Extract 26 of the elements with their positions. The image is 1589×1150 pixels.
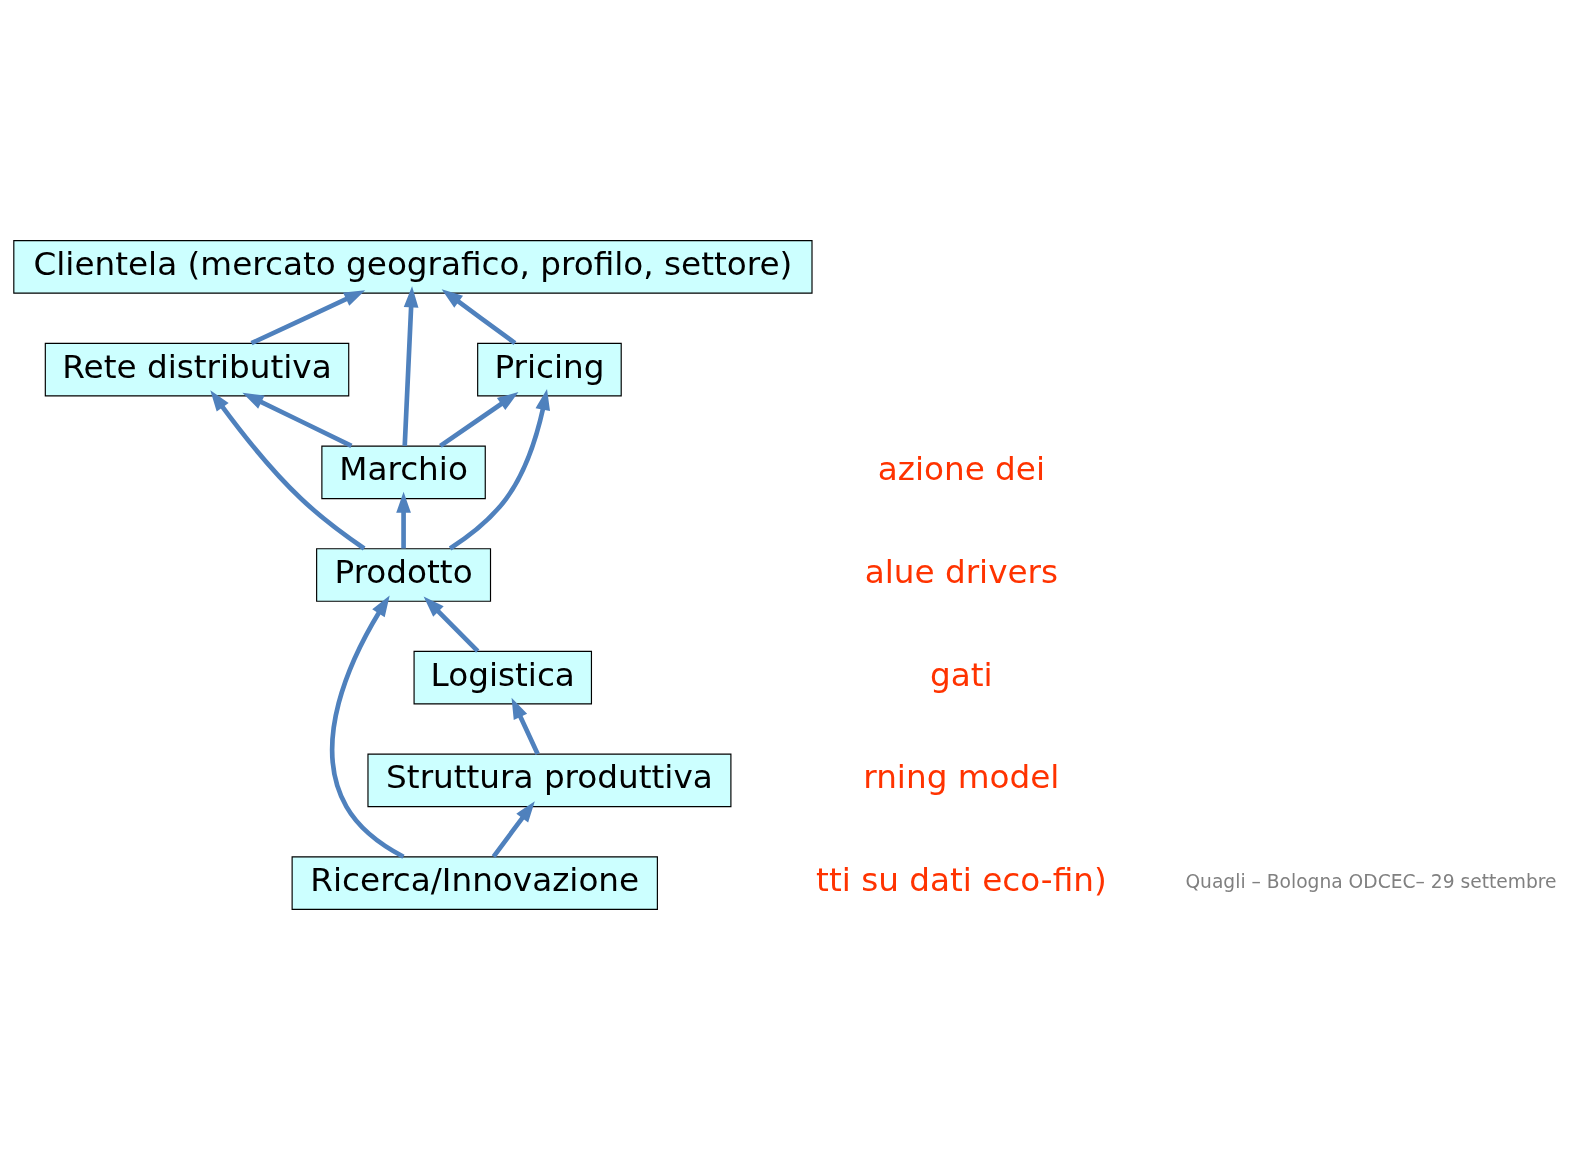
node-box: Clientela (mercato geografico, profilo, settore) — [13, 240, 813, 294]
arrow — [491, 801, 535, 858]
label: gati — [930, 655, 993, 694]
node-box: Rete distributiva — [44, 342, 350, 397]
label: tti su dati eco-fin) — [816, 861, 1107, 900]
node-box: Prodotto — [316, 548, 492, 602]
label: Quagli – Bologna ODCEC– 29 settembre — [1185, 870, 1557, 892]
label: alue drivers — [864, 553, 1059, 592]
label: azione dei — [877, 450, 1046, 489]
node-box: Logistica — [413, 650, 593, 705]
node-box: Ricerca/Innovazione — [291, 856, 658, 910]
arrow — [441, 289, 517, 345]
arrow — [330, 595, 405, 859]
arrow — [242, 392, 353, 448]
arrow — [439, 392, 519, 448]
arrow — [396, 491, 411, 549]
arrow — [250, 290, 366, 346]
arrow — [423, 596, 480, 653]
arrow — [402, 286, 419, 446]
node-box: Pricing — [477, 342, 622, 397]
arrow — [210, 390, 366, 551]
arrow — [448, 389, 551, 551]
node-box: Marchio — [321, 445, 486, 500]
node-box: Struttura produttiva — [367, 753, 732, 808]
arrow — [511, 697, 540, 755]
label: rning model — [863, 758, 1060, 797]
